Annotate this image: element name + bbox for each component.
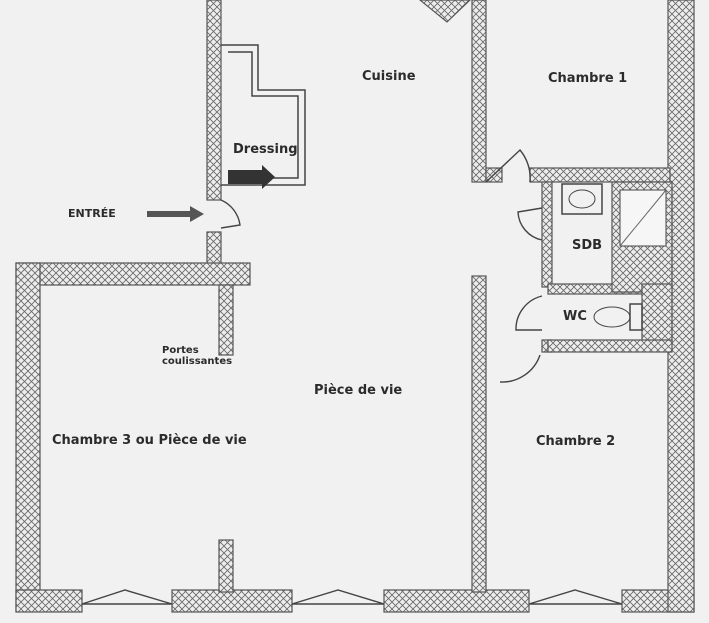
doors xyxy=(220,148,543,383)
label-chambre2: Chambre 2 xyxy=(536,434,616,449)
door-entree xyxy=(220,199,241,229)
walls xyxy=(15,0,695,613)
wall-chambre3-left xyxy=(15,262,41,612)
wall-entry-left-lower xyxy=(206,231,222,267)
wall-partition-lower xyxy=(218,539,234,593)
window-3 xyxy=(528,589,623,605)
window-2 xyxy=(291,589,385,605)
door-chambre2 xyxy=(499,354,541,383)
label-sdb: SDB xyxy=(572,238,603,253)
wall-sdb-left xyxy=(541,181,553,288)
label-piece-de-vie: Pièce de vie xyxy=(314,383,403,398)
wall-chambre3-top xyxy=(15,262,251,286)
sink xyxy=(561,183,603,215)
wall-entry-left xyxy=(206,0,222,201)
entree-arrow xyxy=(147,206,204,222)
door-sdb xyxy=(517,207,543,241)
wall-top-diamond xyxy=(419,0,471,23)
shower-diag xyxy=(619,189,667,247)
wall-bottom-3 xyxy=(383,589,530,613)
wall-bottom-2 xyxy=(171,589,293,613)
wall-bottom-1 xyxy=(15,589,83,613)
dressing-arrow xyxy=(228,165,275,189)
toilet-bowl xyxy=(593,306,631,328)
wall-partition-upper xyxy=(218,284,234,356)
wall-wc-right xyxy=(641,283,673,345)
label-portes-coulissantes: Portes coulissantes xyxy=(162,345,233,367)
label-entree: ENTRÉE xyxy=(68,207,116,220)
window-1 xyxy=(81,589,173,605)
fixtures xyxy=(561,183,667,331)
wall-chambre1-left xyxy=(471,0,487,183)
toilet-tank xyxy=(629,303,643,331)
door-wc xyxy=(515,295,543,331)
label-wc: WC xyxy=(563,309,587,324)
label-chambre1: Chambre 1 xyxy=(548,71,628,86)
wall-wc-bottom xyxy=(547,339,673,353)
label-dressing: Dressing xyxy=(233,142,298,157)
dressing-outline xyxy=(221,44,306,189)
label-cuisine: Cuisine xyxy=(362,69,416,84)
sink-basin xyxy=(568,189,596,209)
door-chambre1 xyxy=(485,148,531,183)
wall-chambre1-bottom xyxy=(529,167,671,183)
label-chambre3: Chambre 3 ou Pièce de vie xyxy=(52,433,247,448)
windows xyxy=(81,589,623,605)
wall-chambre2-left xyxy=(471,275,487,593)
